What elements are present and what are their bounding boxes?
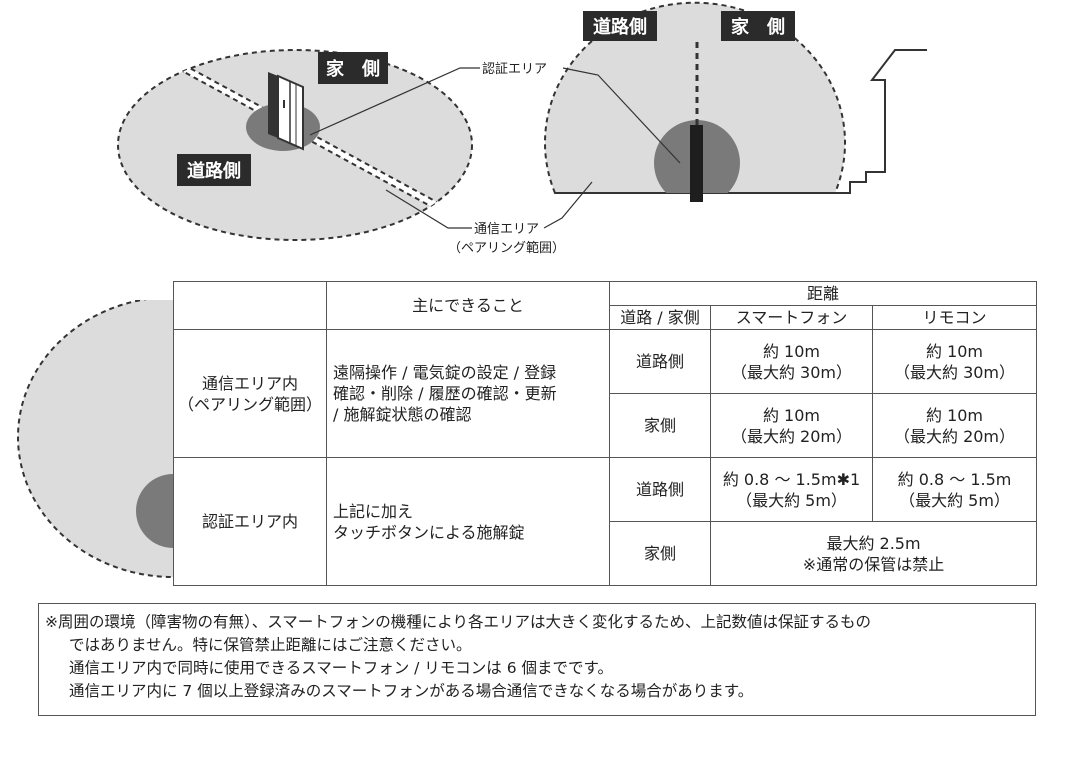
door-icon	[268, 72, 304, 151]
comm-house-phone: 約 10m （最大約 20m）	[710, 393, 873, 458]
auth-road-side: 道路側	[609, 457, 711, 522]
partial-auth-circle	[136, 474, 173, 548]
comm-house-side: 家側	[609, 393, 711, 458]
auth-area-callout: 認証エリア	[482, 61, 547, 77]
road-side-label-1: 道路側	[187, 160, 241, 182]
row-auth-area-label: 認証エリア内	[173, 457, 327, 586]
area-diagram: 家 側 道路側 道路側 家 側 認証エリア 通信エリア （ペアリング範囲）	[17, 1, 927, 578]
door-post	[690, 125, 703, 202]
auth-house-side: 家側	[609, 521, 711, 586]
comm-road-side: 道路側	[609, 329, 711, 394]
top-view-diagram	[117, 49, 473, 241]
auth-road-remote: 約 0.8 ～ 1.5m （最大約 5m）	[871, 457, 1038, 522]
area-spec-table: 主にできること 距離 道路 / 家側 スマートフォン リモコン 通信エリア内 （…	[173, 281, 1038, 586]
comm-area-dome-side	[544, 1, 846, 194]
auth-road-phone: 約 0.8 ～ 1.5m✱1 （最大約 5m）	[710, 457, 873, 522]
header-empty-cell	[173, 281, 327, 330]
house-outline	[835, 49, 927, 194]
comm-house-remote: 約 10m （最大約 20m）	[871, 393, 1038, 458]
house-side-label-2: 家 側	[731, 16, 785, 38]
wall-band	[162, 60, 470, 220]
row-comm-area-features: 遠隔操作 / 電気錠の設定 / 登録 確認・削除 / 履歴の確認・更新 / 施解…	[326, 329, 610, 458]
road-side-label-bg-2	[583, 11, 657, 41]
house-side-label-bg-1	[318, 52, 388, 84]
row-auth-area-features: 上記に加え タッチボタンによる施解錠	[326, 457, 610, 586]
note-line-4: 通信エリア内に 7 個以上登録済みのスマートフォンがある場合通信できなくなる場合…	[69, 682, 754, 700]
side-view-diagram	[544, 1, 927, 202]
house-side-label-1: 家 側	[326, 58, 380, 80]
header-remote: リモコン	[871, 305, 1038, 330]
header-distance: 距離	[608, 281, 1038, 306]
road-side-label-2: 道路側	[593, 16, 647, 38]
partial-area-illustration	[17, 300, 173, 578]
comm-road-phone: 約 10m （最大約 30m）	[710, 329, 873, 394]
note-line-2: ではありません。特に保管禁止距離にはご注意ください。	[69, 636, 472, 654]
note-line-3: 通信エリア内で同時に使用できるスマートフォン / リモコンは 6 個までです。	[69, 659, 613, 677]
comm-area-callout-sub: （ペアリング範囲）	[448, 241, 565, 256]
header-side: 道路 / 家側	[609, 305, 711, 330]
auth-house-distance: 最大約 2.5m ※通常の保管は禁止	[709, 521, 1038, 586]
callout-lines	[309, 67, 681, 229]
comm-road-remote: 約 10m （最大約 30m）	[871, 329, 1038, 394]
header-smartphone: スマートフォン	[710, 305, 873, 330]
comm-area-callout: 通信エリア	[474, 222, 539, 237]
road-side-label-bg-1	[177, 154, 251, 186]
house-side-label-bg-2	[721, 11, 795, 41]
row-comm-area-label: 通信エリア内 （ペアリング範囲）	[173, 329, 327, 458]
note-line-1: ※周囲の環境（障害物の有無）、スマートフォンの機種により各エリアは大きく変化する…	[45, 613, 871, 631]
notes-box: ※周囲の環境（障害物の有無）、スマートフォンの機種により各エリアは大きく変化する…	[38, 603, 1036, 716]
header-main-features: 主にできること	[326, 281, 610, 330]
